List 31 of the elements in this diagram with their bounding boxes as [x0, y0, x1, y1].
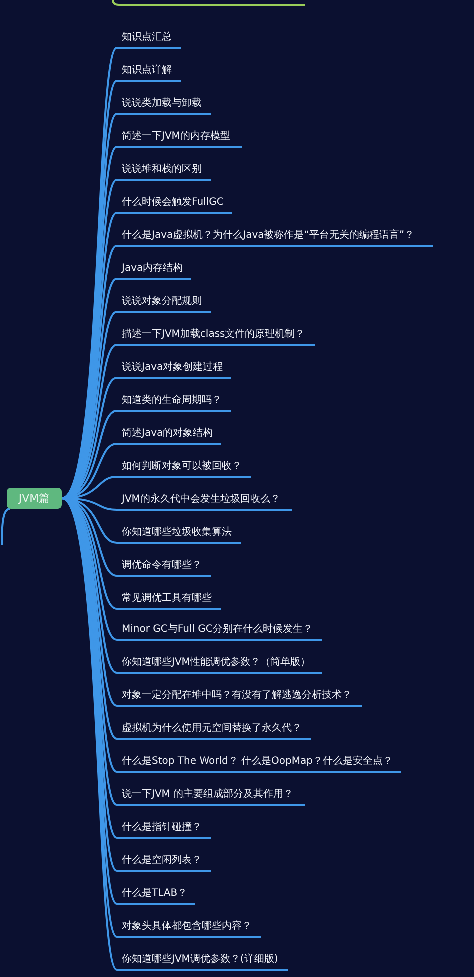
topic-label: 对象头具体都包含哪些内容？: [117, 920, 261, 938]
topic-label: 你知道哪些垃圾收集算法: [117, 526, 241, 544]
topic-label: 说说类加载与卸载: [117, 97, 211, 115]
topic-label: JVM的永久代中会发生垃圾回收么？: [117, 493, 292, 511]
topic-label: Java内存结构: [117, 262, 191, 280]
topic-label: 描述一下JVM加载class文件的原理机制？: [117, 328, 315, 346]
branch-connector: [1, 508, 10, 545]
topic-label: 说说堆和栈的区别: [117, 163, 211, 181]
topic-label: 说说Java对象创建过程: [117, 361, 231, 379]
topic-label: 说一下JVM 的主要组成部分及其作用？: [117, 788, 305, 806]
topic-label: 调优命令有哪些？: [117, 559, 211, 577]
topic-label: 什么时候会触发FullGC: [117, 196, 232, 214]
topic-label: 什么是TLAB？: [117, 887, 195, 905]
topic-label: 常见调优工具有哪些: [117, 592, 221, 610]
topic-label: 虚拟机为什么使用元空间替换了永久代？: [117, 722, 311, 740]
topic-label: 什么是Stop The World？ 什么是OopMap？什么是安全点？: [117, 755, 401, 773]
root-topic-box: JVM篇: [7, 488, 62, 509]
topic-label: 你知道哪些JVM性能调优参数？（简单版）: [117, 656, 322, 674]
topic-label: 说说对象分配规则: [117, 295, 211, 313]
topic-label: 简述一下JVM的内存模型: [117, 130, 242, 148]
topic-label: 你知道哪些JVM调优参数？(详细版): [117, 953, 288, 971]
topic-label: 简述Java的对象结构: [117, 427, 221, 445]
topic-label: 什么是Java虚拟机？为什么Java被称作是“平台无关的编程语言”？: [117, 229, 433, 247]
topic-label: 对象一定分配在堆中吗？有没有了解逃逸分析技术？: [117, 689, 362, 707]
topic-label: 如何判断对象可以被回收？: [117, 460, 251, 478]
topic-label: 知道类的生命周期吗？: [117, 394, 231, 412]
topic-label: 知识点详解: [117, 64, 181, 82]
topic-label: 知识点汇总: [117, 31, 181, 49]
topic-label: Minor GC与Full GC分别在什么时候发生？: [117, 623, 322, 641]
topic-label: 什么是空闲列表？: [117, 854, 211, 872]
topic-label: 什么是指针碰撞？: [117, 821, 211, 839]
